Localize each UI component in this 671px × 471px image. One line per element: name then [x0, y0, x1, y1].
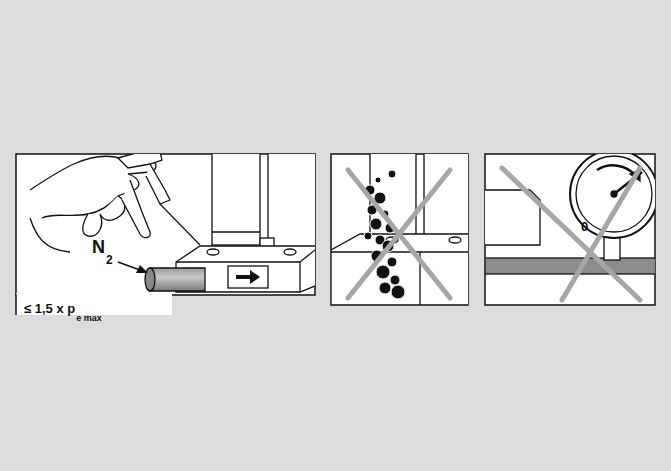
- bubble: [370, 218, 382, 230]
- panel-bubbles-crossed: [331, 150, 474, 305]
- gas-subscript-holder: 2: [106, 250, 113, 268]
- bubble: [388, 170, 396, 178]
- bubble: [364, 232, 372, 240]
- bubble: [375, 177, 381, 183]
- bubble: [391, 285, 405, 299]
- gauge-zero-holder: 0: [581, 217, 588, 235]
- pressure-subscript-holder: e max: [76, 307, 102, 325]
- bubble: [387, 257, 397, 267]
- bubble: [379, 282, 391, 294]
- pressure-subscript: e max: [76, 313, 102, 323]
- gauge-zero: 0: [581, 219, 588, 234]
- panel-gauge-crossed: [485, 150, 660, 305]
- gas-symbol: N: [92, 237, 105, 257]
- pressure-limit-holder: ≤ 1,5 x p: [24, 299, 75, 317]
- bubble: [376, 265, 390, 279]
- bubble: [390, 275, 400, 285]
- gas-symbol-holder: N: [92, 238, 105, 257]
- pressure-limit: ≤ 1,5 x p: [24, 301, 75, 316]
- panel-leak-test: [16, 150, 320, 315]
- gas-subscript: 2: [106, 253, 113, 267]
